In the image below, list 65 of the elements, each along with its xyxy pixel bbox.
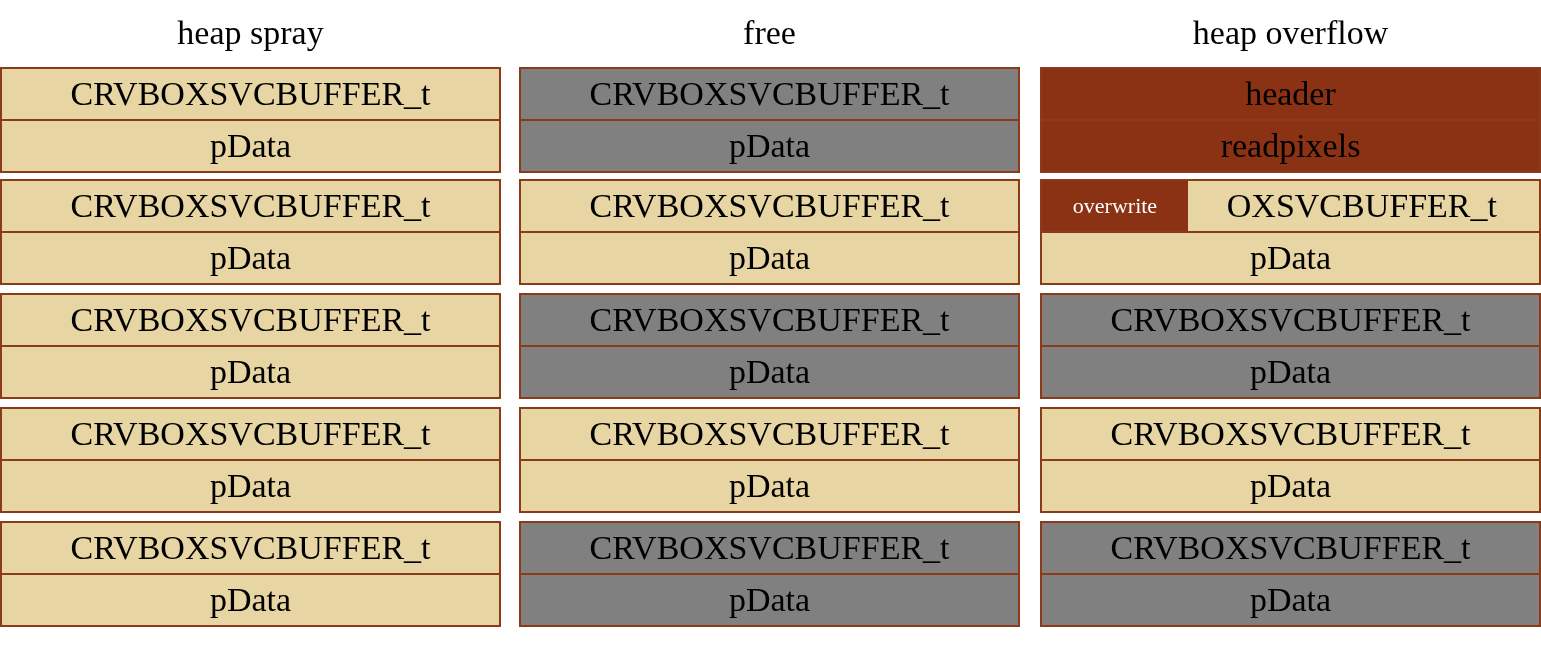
struct-header-cell xyxy=(1040,293,1541,347)
cell-text: CRVBOXSVCBUFFER_t xyxy=(589,303,950,337)
data-field-cell xyxy=(1040,119,1541,173)
cell-text: pData xyxy=(728,241,811,275)
column-heading: heap spray xyxy=(177,14,324,52)
data-field-cell xyxy=(0,459,501,513)
struct-header-cell xyxy=(519,407,1020,461)
cell-text: pData xyxy=(1249,583,1332,617)
cell-text: CRVBOXSVCBUFFER_t xyxy=(70,77,431,111)
struct-header-cell xyxy=(0,293,501,347)
struct-header-cell xyxy=(0,521,501,575)
cell-text: pData xyxy=(728,355,811,389)
struct-header-cell xyxy=(519,179,1020,233)
cell-text: header xyxy=(1245,77,1336,111)
data-field-cell xyxy=(519,573,1020,627)
cell-text: pData xyxy=(728,583,811,617)
cell-text: CRVBOXSVCBUFFER_t xyxy=(1110,417,1471,451)
cell-text: readpixels xyxy=(1220,129,1361,163)
cell-text: CRVBOXSVCBUFFER_t xyxy=(589,531,950,565)
cell-text: pData xyxy=(728,129,811,163)
cell-text: pData xyxy=(728,469,811,503)
struct-header-cell xyxy=(519,521,1020,575)
cell-text: OXSVCBUFFER_t xyxy=(1226,189,1497,223)
data-field-cell xyxy=(519,119,1020,173)
struct-header-cell xyxy=(1040,67,1541,121)
cell-text: pData xyxy=(209,241,292,275)
data-field-cell xyxy=(1040,459,1541,513)
data-field-cell xyxy=(1040,345,1541,399)
cell-text: pData xyxy=(1249,241,1332,275)
cell-text: CRVBOXSVCBUFFER_t xyxy=(1110,531,1471,565)
column-heading: heap overflow xyxy=(1192,14,1389,52)
data-field-cell xyxy=(0,231,501,285)
cell-text: CRVBOXSVCBUFFER_t xyxy=(589,417,950,451)
data-field-cell xyxy=(1040,573,1541,627)
data-field-cell xyxy=(0,573,501,627)
cell-text: CRVBOXSVCBUFFER_t xyxy=(70,303,431,337)
cell-text: CRVBOXSVCBUFFER_t xyxy=(70,189,431,223)
data-field-cell xyxy=(519,231,1020,285)
struct-header-cell xyxy=(0,407,501,461)
struct-header-cell xyxy=(1040,407,1541,461)
struct-header-cell xyxy=(1040,521,1541,575)
cell-text: CRVBOXSVCBUFFER_t xyxy=(1110,303,1471,337)
cell-text: pData xyxy=(209,583,292,617)
struct-header-cell xyxy=(0,179,501,233)
cell-text: CRVBOXSVCBUFFER_t xyxy=(589,189,950,223)
cell-text: pData xyxy=(1249,355,1332,389)
cell-text: CRVBOXSVCBUFFER_t xyxy=(70,417,431,451)
data-field-cell xyxy=(519,459,1020,513)
overwrite-block xyxy=(1042,181,1188,231)
cell-text: CRVBOXSVCBUFFER_t xyxy=(589,77,950,111)
struct-header-cell xyxy=(519,67,1020,121)
struct-header-cell xyxy=(0,67,501,121)
data-field-cell xyxy=(1040,231,1541,285)
struct-header-cell xyxy=(519,293,1020,347)
cell-text: overwrite xyxy=(1072,195,1158,217)
cell-text: pData xyxy=(209,355,292,389)
cell-text: pData xyxy=(209,469,292,503)
cell-text: CRVBOXSVCBUFFER_t xyxy=(70,531,431,565)
cell-text: pData xyxy=(1249,469,1332,503)
data-field-cell xyxy=(519,345,1020,399)
column-heading: free xyxy=(743,14,796,52)
data-field-cell xyxy=(0,345,501,399)
data-field-cell xyxy=(0,119,501,173)
cell-text: pData xyxy=(209,129,292,163)
overwritten-header-cell xyxy=(1040,179,1541,233)
